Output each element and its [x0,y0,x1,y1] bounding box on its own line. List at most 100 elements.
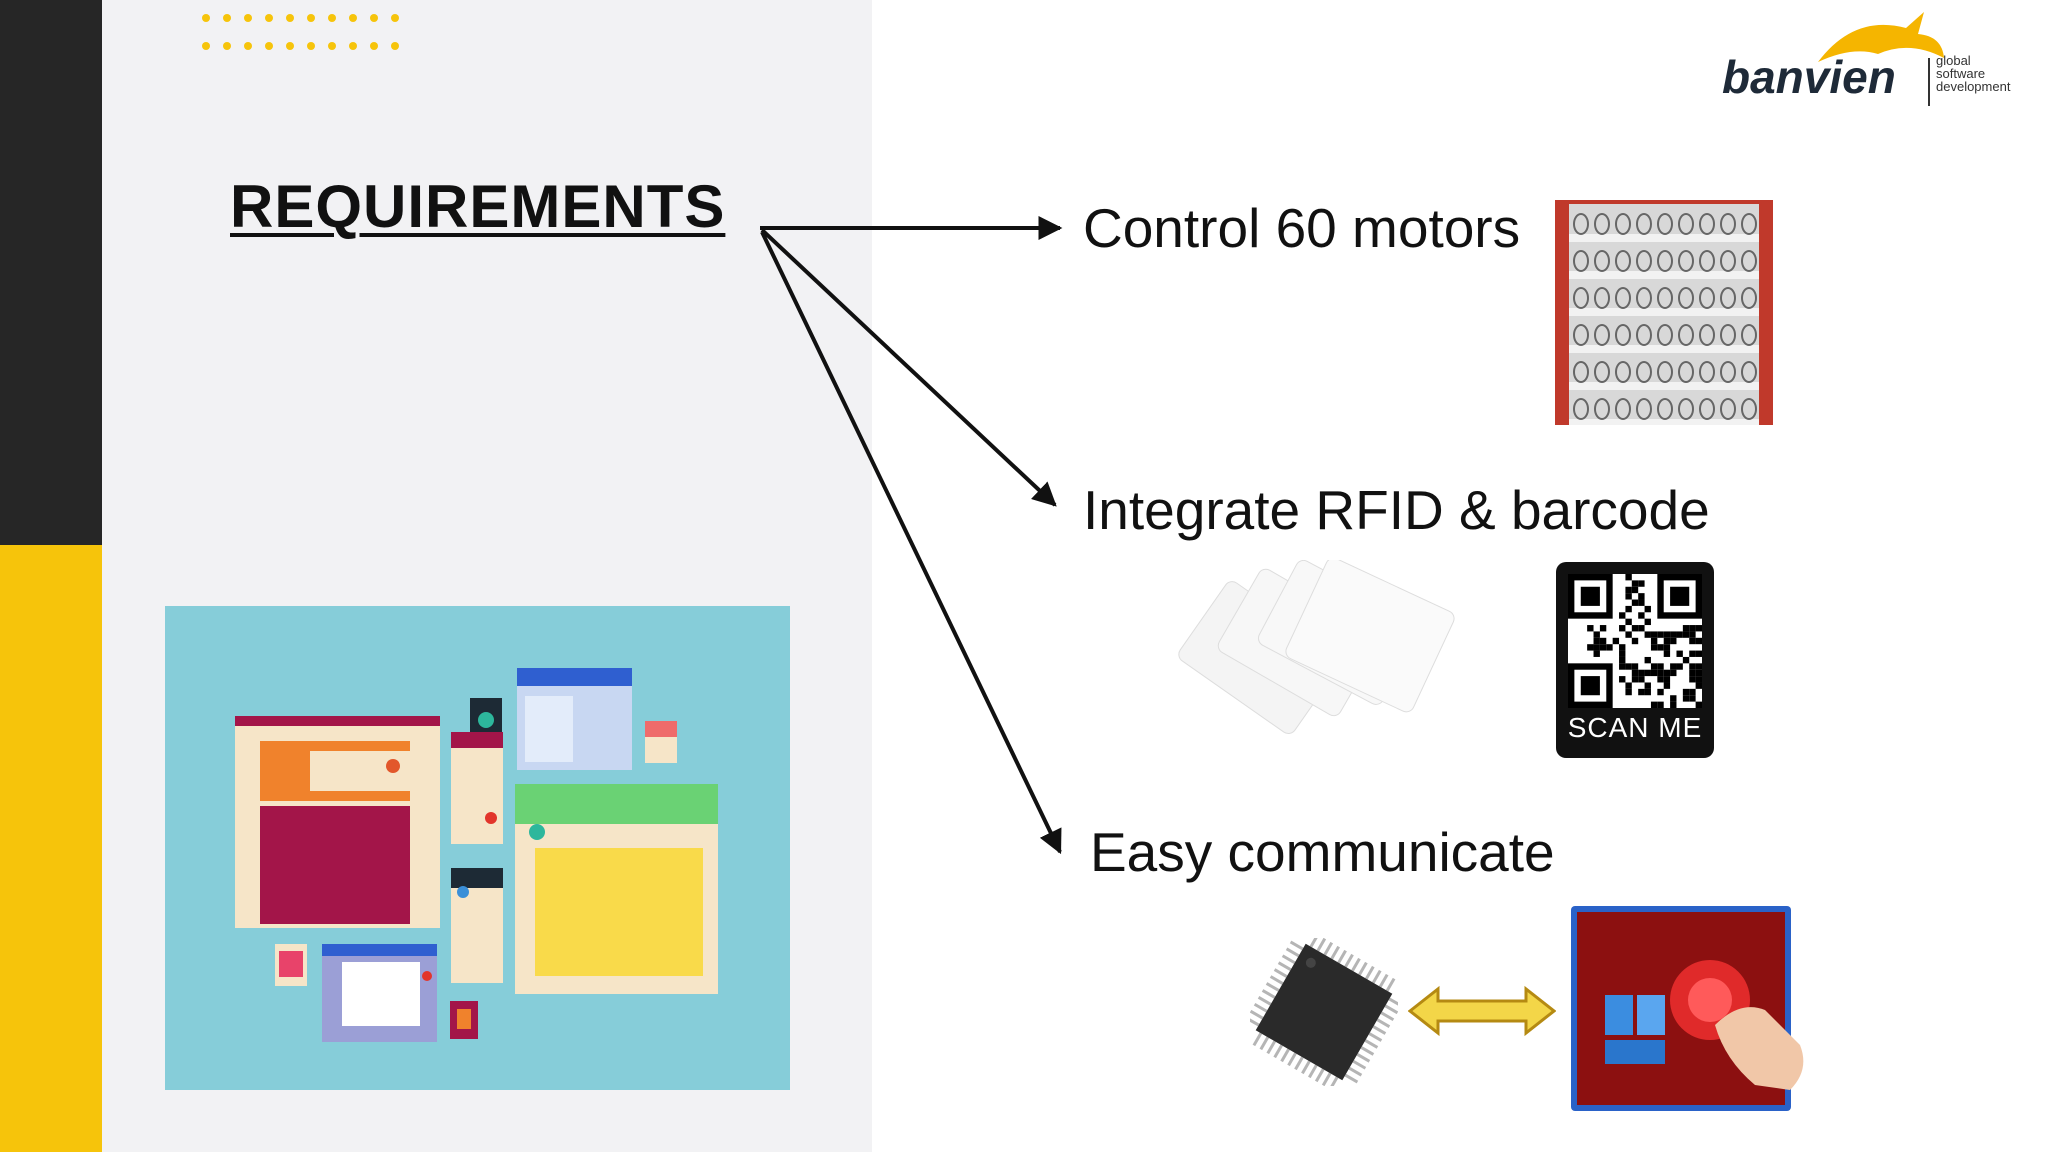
motor-coil [1699,250,1715,272]
decor-dot [349,14,357,22]
dark-side-stripe [0,0,102,545]
motor-coil [1699,287,1715,309]
motor-coil [1720,250,1736,272]
motor-coil [1720,324,1736,346]
motor-coil [1615,324,1631,346]
motor-coil [1720,287,1736,309]
motor-coil [1594,287,1610,309]
shelf-ledge [1569,271,1759,279]
motor-coil [1741,324,1757,346]
motor-coil [1594,324,1610,346]
decor-dot [265,42,273,50]
motor-coil [1573,398,1589,420]
motor-coil [1657,213,1673,235]
decor-dot [286,14,294,22]
ui-illustration-image [165,606,790,1090]
motor-coil [1636,324,1652,346]
motor-coil [1615,287,1631,309]
shelf-ledge [1569,345,1759,353]
decor-dot [307,14,315,22]
qr-caption: SCAN ME [1567,712,1703,743]
motor-coil [1741,398,1757,420]
decor-dot [370,42,378,50]
requirement-rfid-barcode: Integrate RFID & barcode [1083,479,1710,541]
decor-dot [244,42,252,50]
motor-coil [1615,361,1631,383]
motor-coil [1699,324,1715,346]
motor-coil [1657,287,1673,309]
motor-coil [1699,398,1715,420]
decor-dot [244,14,252,22]
decor-dot [328,42,336,50]
logo-wordmark: banvien [1722,51,1896,103]
decor-dot [265,14,273,22]
motor-coil [1720,361,1736,383]
decor-dot [202,14,210,22]
motor-coil [1573,213,1589,235]
motor-coil [1678,250,1694,272]
decor-dot [286,42,294,50]
touchscreen-display-image [1571,906,1804,1111]
motor-coil [1615,250,1631,272]
yellow-side-stripe [0,545,102,1152]
shelf-ledge [1569,382,1759,390]
motor-coil [1636,213,1652,235]
motor-coil [1594,361,1610,383]
decor-dot [391,42,399,50]
motor-coil [1573,324,1589,346]
vending-machine-image [1555,200,1773,425]
qr-code-card: SCAN ME [1556,562,1714,758]
shelf-ledge [1569,234,1759,242]
motor-coil [1741,361,1757,383]
requirement-communicate: Easy communicate [1090,821,1555,883]
decor-dot [307,42,315,50]
motor-coil [1657,398,1673,420]
motor-coil [1741,250,1757,272]
logo-bird-icon [1818,12,1944,62]
decor-dot [328,14,336,22]
requirements-title: REQUIREMENTS [230,173,726,240]
motor-coil [1636,361,1652,383]
motor-coil [1573,361,1589,383]
motor-coil [1699,361,1715,383]
motor-coil [1636,398,1652,420]
requirement-motors: Control 60 motors [1083,197,1521,259]
rfid-cards-image [1178,560,1455,735]
qr-code-icon [1568,574,1702,708]
bidirectional-arrow-icon [1408,985,1556,1037]
motor-coil [1636,250,1652,272]
logo-tagline: global software development [1936,53,2011,94]
motor-coil [1678,324,1694,346]
decor-dot [349,42,357,50]
decor-dot [223,14,231,22]
motor-coil [1594,250,1610,272]
banvien-logo: banvien global software development [1722,10,2022,110]
motor-coil [1678,287,1694,309]
motor-coil [1678,213,1694,235]
motor-coil [1594,398,1610,420]
motor-coil [1615,398,1631,420]
motor-coil [1720,213,1736,235]
motor-coil [1657,250,1673,272]
motor-coil [1678,361,1694,383]
motor-coil [1720,398,1736,420]
logo-divider [1928,58,1930,106]
motor-coil [1594,213,1610,235]
motor-coil [1573,287,1589,309]
motor-coil [1741,213,1757,235]
shelf-ledge [1569,419,1759,425]
motor-coil [1699,213,1715,235]
motor-coil [1636,287,1652,309]
motor-coil [1573,250,1589,272]
decor-dot [223,42,231,50]
motor-coil [1678,398,1694,420]
decor-dot [202,42,210,50]
motor-coil [1657,324,1673,346]
shelf-ledge [1569,308,1759,316]
motor-coil [1615,213,1631,235]
motor-coil [1741,287,1757,309]
microcontroller-chip-image [1250,938,1398,1086]
decor-dot [391,14,399,22]
dot-pattern [202,14,399,50]
motor-coil [1657,361,1673,383]
